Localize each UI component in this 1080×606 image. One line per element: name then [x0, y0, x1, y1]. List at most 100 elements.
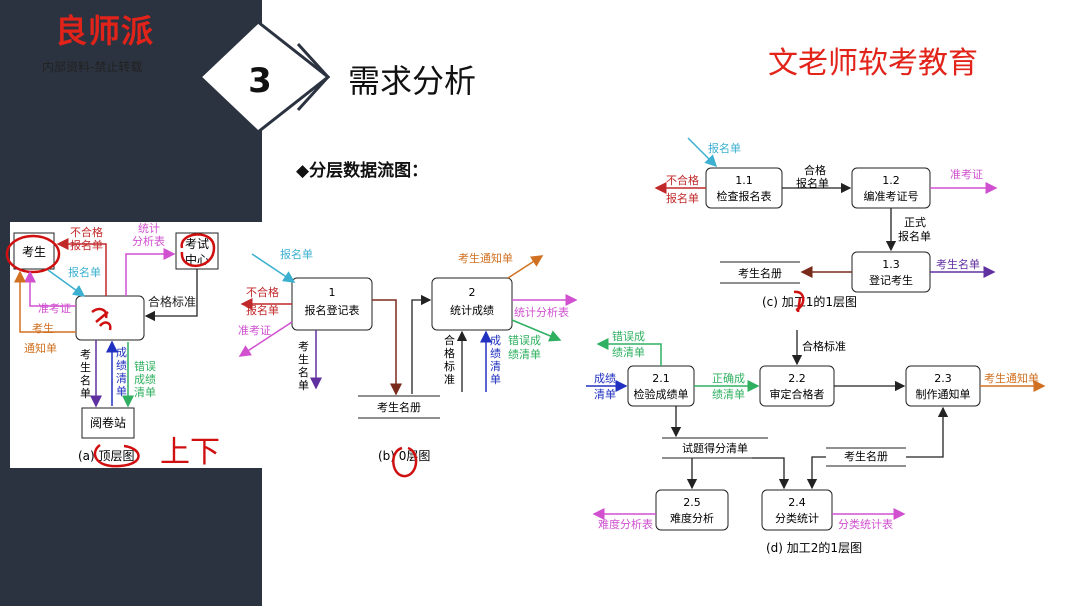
section-title: 需求分析: [348, 62, 477, 100]
flow-b-regform-label: 报名单: [280, 247, 313, 261]
caption-b-handwritten-circle: [392, 446, 418, 478]
diagram-b: 1 报名登记表 2 统计成绩 考生名册 报名单 不合格 报名单 准考证 考 生 …: [238, 247, 578, 478]
diagram-c: 1.1 检查报名表 1.2 编准考证号 1.3 登记考生 考生名册 报名单 不合…: [654, 137, 998, 313]
process-2-5-num: 2.5: [683, 496, 701, 509]
flow-b-scores-2: 绩: [490, 347, 501, 360]
flow-c-regform: [687, 137, 718, 168]
flow-b-scores-4: 单: [490, 373, 501, 386]
flow-b-notice-label: 考生通知单: [458, 251, 513, 265]
flow-a-scores-3: 清: [116, 372, 127, 385]
flow-d-correct-l1: 正确成: [712, 372, 745, 385]
flow-a-names-4: 单: [80, 387, 91, 400]
slide-subtitle: ◆分层数据流图：: [296, 161, 429, 181]
flow-a-reject: [56, 238, 107, 296]
flow-a-notice-l2: 通知单: [24, 341, 57, 355]
flow-b-errors-l2: 绩清单: [508, 348, 541, 361]
process-2-4: [761, 489, 833, 531]
process-2-1-num: 2.1: [652, 372, 670, 385]
flow-a-notice: [14, 270, 76, 333]
flow-b-regform: [251, 253, 296, 283]
flow-d-errors-l2: 绩清单: [612, 346, 645, 359]
diagram-d: 2.1 检验成绩单 2.2 审定合格者 2.3 制作通知单 2.4 分类统计 2…: [586, 329, 1046, 555]
flow-a-scores-4: 单: [116, 385, 127, 398]
flow-c-reject-l1: 不合格: [666, 173, 699, 187]
entity-grader: [81, 407, 135, 439]
flow-d-scores-l2: 清单: [594, 388, 616, 401]
flow-a-ticket-label: 准考证: [38, 302, 71, 315]
flow-b-standard-1: 合: [444, 333, 455, 347]
process-2-2-num: 2.2: [788, 372, 806, 385]
handwritten-note: 上下: [160, 435, 220, 470]
flow-b-ticket-label: 准考证: [238, 324, 271, 337]
flow-b-reject-l2: 报名单: [246, 303, 279, 317]
diagram-a: 考生 考试 中心 阅卷站 不合格 报名单 统计 分析表 报名单 准考证 合格标准…: [5, 222, 220, 470]
chapter-number: 3: [248, 61, 272, 101]
process-2-3-num: 2.3: [934, 372, 952, 385]
flow-a-errors-2: 成绩: [134, 373, 156, 386]
flow-b-errors-l1: 错误成: [508, 333, 541, 347]
flow-b-errors: [511, 319, 562, 342]
flow-a-names-1: 考: [80, 348, 91, 361]
flow-a-scores-2: 绩: [116, 359, 127, 372]
store-d2-label: 考生名册: [844, 449, 888, 463]
flow-c-formal-l2: 报名单: [898, 229, 931, 243]
flow-b-names-3: 名: [298, 365, 309, 379]
process-1-3-num: 1.3: [882, 258, 900, 271]
process-1-3-label: 登记考生: [869, 273, 913, 287]
flow-a-names-2: 生: [80, 360, 91, 374]
store-d1-label: 试题得分清单: [682, 442, 748, 455]
entity-student-label: 考生: [22, 245, 46, 259]
flow-a-notice-l1: 考生: [32, 321, 54, 335]
process-2-2-label: 审定合格者: [770, 387, 825, 401]
process-1-1-label: 检查报名表: [717, 189, 772, 203]
flow-a-reject-l1: 不合格: [70, 225, 103, 239]
process-2-4-num: 2.4: [788, 496, 806, 509]
flow-b-names-4: 单: [298, 379, 309, 392]
diagram-c-caption: (c) 加工1的1层图: [762, 294, 857, 309]
flow-a-standard-label: 合格标准: [148, 294, 196, 309]
process-2-5: [655, 489, 729, 531]
flow-a-stats: [125, 248, 176, 296]
flow-a-regform-label: 报名单: [68, 265, 101, 279]
process-1-2-label: 编准考证号: [864, 189, 919, 203]
flow-c-ticket-label: 准考证: [950, 168, 983, 181]
flow-b-scores-3: 清: [490, 360, 501, 373]
caption-c-handwritten-mark: [793, 290, 805, 313]
flow-d-errors: [596, 338, 662, 366]
process-1-num: 1: [329, 286, 336, 299]
flow-c-regform-label: 报名单: [708, 141, 741, 155]
process-2-num: 2: [469, 286, 476, 299]
flow-c-ok-l2: 报名单: [796, 176, 829, 190]
flow-d-classstats-label: 分类统计表: [838, 517, 893, 531]
brand-notice: 内部资料-禁止转载: [42, 60, 143, 74]
process-2-4-label: 分类统计: [775, 511, 819, 525]
flow-c-formal-l1: 正式: [904, 216, 926, 229]
flow-a-errors-3: 清单: [134, 386, 156, 399]
process-1-label: 报名登记表: [305, 303, 360, 317]
chapter-badge: 3: [200, 22, 330, 132]
flow-a-stats-l2: 分析表: [132, 234, 165, 248]
flow-d-correct-l2: 绩清单: [712, 388, 745, 401]
flow-b-p1-store: [372, 299, 402, 396]
store-b-label: 考生名册: [377, 400, 421, 414]
flow-b-stats-label: 统计分析表: [514, 305, 569, 319]
diagram-d-caption: (d) 加工2的1层图: [766, 540, 862, 555]
org-name: 文老师软考教育: [768, 46, 978, 81]
flow-d-store2-23: [906, 406, 949, 458]
store-c-label: 考生名册: [738, 266, 782, 280]
center-handwritten-circle: [180, 233, 216, 268]
flow-b-names-1: 考: [298, 340, 309, 353]
diagram-a-caption: (a) 顶层图: [78, 449, 135, 463]
process-0-handwritten-mark: [91, 307, 112, 331]
flow-b-notice: [507, 255, 544, 279]
flow-a-names-3: 名: [80, 373, 91, 387]
flow-a-ticket: [24, 270, 76, 307]
diagram-b-caption: (b) 0层图: [378, 449, 430, 463]
flow-d-store-24: [752, 457, 790, 490]
flow-b-standard-4: 准: [444, 373, 455, 386]
flow-d-errors-l1: 错误成: [612, 329, 645, 343]
flow-b-ticket: [238, 321, 293, 357]
flow-c-reject-l2: 报名单: [666, 191, 699, 205]
flow-a-reject-l2: 报名单: [70, 238, 103, 252]
